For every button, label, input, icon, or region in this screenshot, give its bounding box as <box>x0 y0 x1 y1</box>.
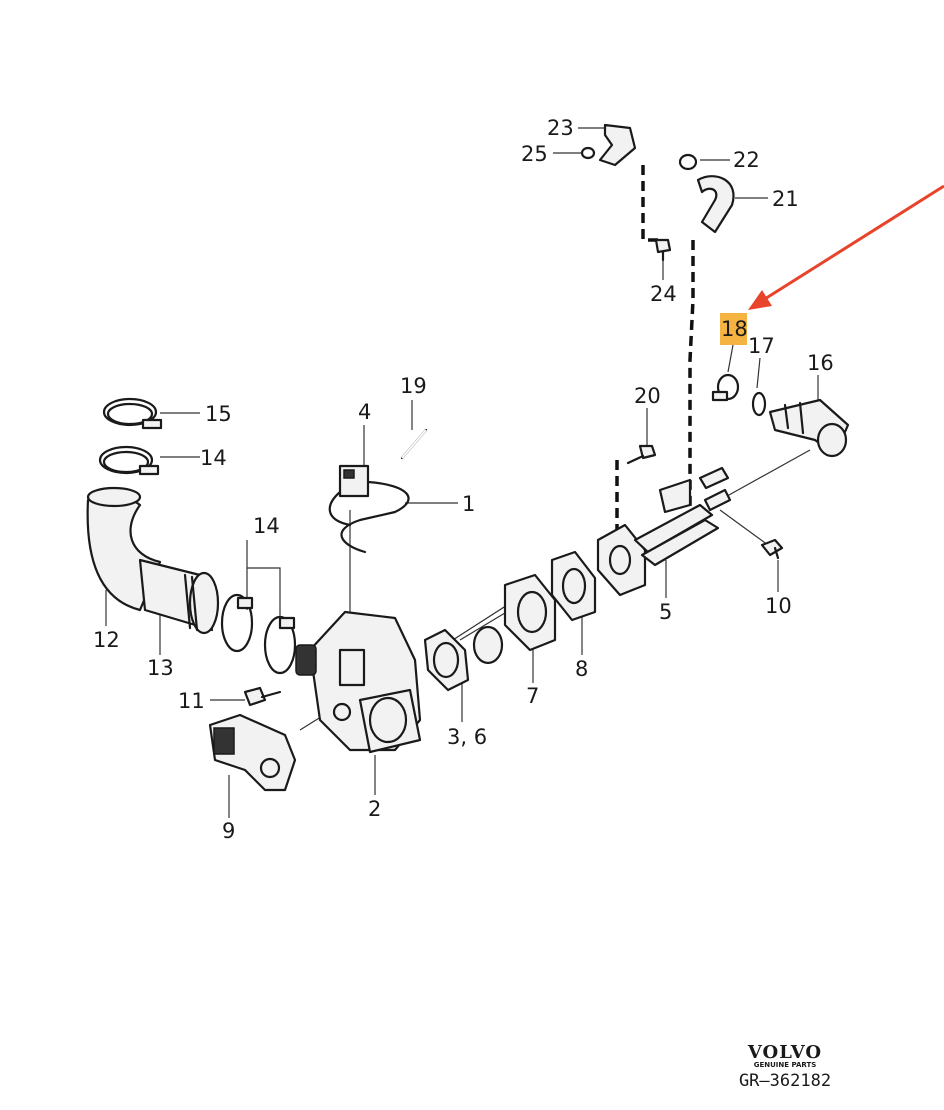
highlight-box <box>720 313 747 345</box>
callout-17: 17 <box>748 334 775 358</box>
callout-14-lower: 14 <box>253 514 280 538</box>
part-24-bolt <box>654 238 672 262</box>
part-16-hose <box>768 398 850 458</box>
part-10-bolt <box>760 538 784 560</box>
diagram-code: GR–362182 <box>738 1071 832 1091</box>
part-3-6-gasket <box>423 628 470 692</box>
part-20-bolt <box>626 444 657 465</box>
part-22-clip <box>678 153 698 171</box>
part-14-clamps-lower <box>220 593 297 675</box>
part-4-sensor <box>338 464 370 498</box>
callout-9: 9 <box>222 819 235 843</box>
part-2-throttle-body <box>295 610 422 754</box>
part-7-valve <box>472 573 557 665</box>
part-25-o-ring <box>580 146 596 160</box>
part-23-hose <box>598 123 637 167</box>
callout-22: 22 <box>733 148 760 172</box>
callout-11: 11 <box>178 689 205 713</box>
brand-block: VOLVO GENUINE PARTS GR–362182 <box>730 1042 840 1091</box>
callout-19: 19 <box>400 374 427 398</box>
part-21-hose <box>696 175 735 234</box>
callout-12: 12 <box>93 628 120 652</box>
callout-25: 25 <box>521 142 548 166</box>
part-5-egr-pipe <box>596 466 732 597</box>
part-18-clamp <box>711 373 740 402</box>
callout-16: 16 <box>807 351 834 375</box>
callout-8: 8 <box>575 657 588 681</box>
pointer-arrow <box>748 184 944 310</box>
callout-labels: 1 2 3, 6 4 5 7 8 9 10 11 12 13 14 14 15 … <box>93 116 834 843</box>
callout-15: 15 <box>205 402 232 426</box>
callout-24: 24 <box>650 282 677 306</box>
callout-14-upper: 14 <box>200 446 227 470</box>
part-1-vacuum-tube-inner <box>328 490 352 527</box>
part-11-bolt <box>243 686 282 707</box>
callout-5: 5 <box>659 600 672 624</box>
callout-7: 7 <box>526 684 539 708</box>
callout-2: 2 <box>368 797 381 821</box>
callout-20: 20 <box>634 384 661 408</box>
callout-23: 23 <box>547 116 574 140</box>
part-13-hose <box>138 558 220 635</box>
callout-4: 4 <box>358 400 371 424</box>
part-17-o-ring <box>751 391 767 417</box>
genuine-parts-subtitle: GENUINE PARTS <box>753 1061 817 1069</box>
callout-3-6: 3, 6 <box>447 725 487 749</box>
volvo-logo: VOLVO <box>747 1042 823 1063</box>
part-1-vacuum-tube <box>340 480 410 554</box>
part-14-clamp-upper <box>98 445 160 476</box>
part-8-gasket <box>550 550 597 622</box>
part-9-actuator <box>208 713 297 792</box>
callout-13: 13 <box>147 656 174 680</box>
callout-1: 1 <box>462 492 475 516</box>
callout-10: 10 <box>765 594 792 618</box>
part-15-clamp <box>102 397 163 430</box>
part-19-hose <box>400 428 428 460</box>
callout-21: 21 <box>772 187 799 211</box>
callout-18: 18 <box>721 317 748 341</box>
